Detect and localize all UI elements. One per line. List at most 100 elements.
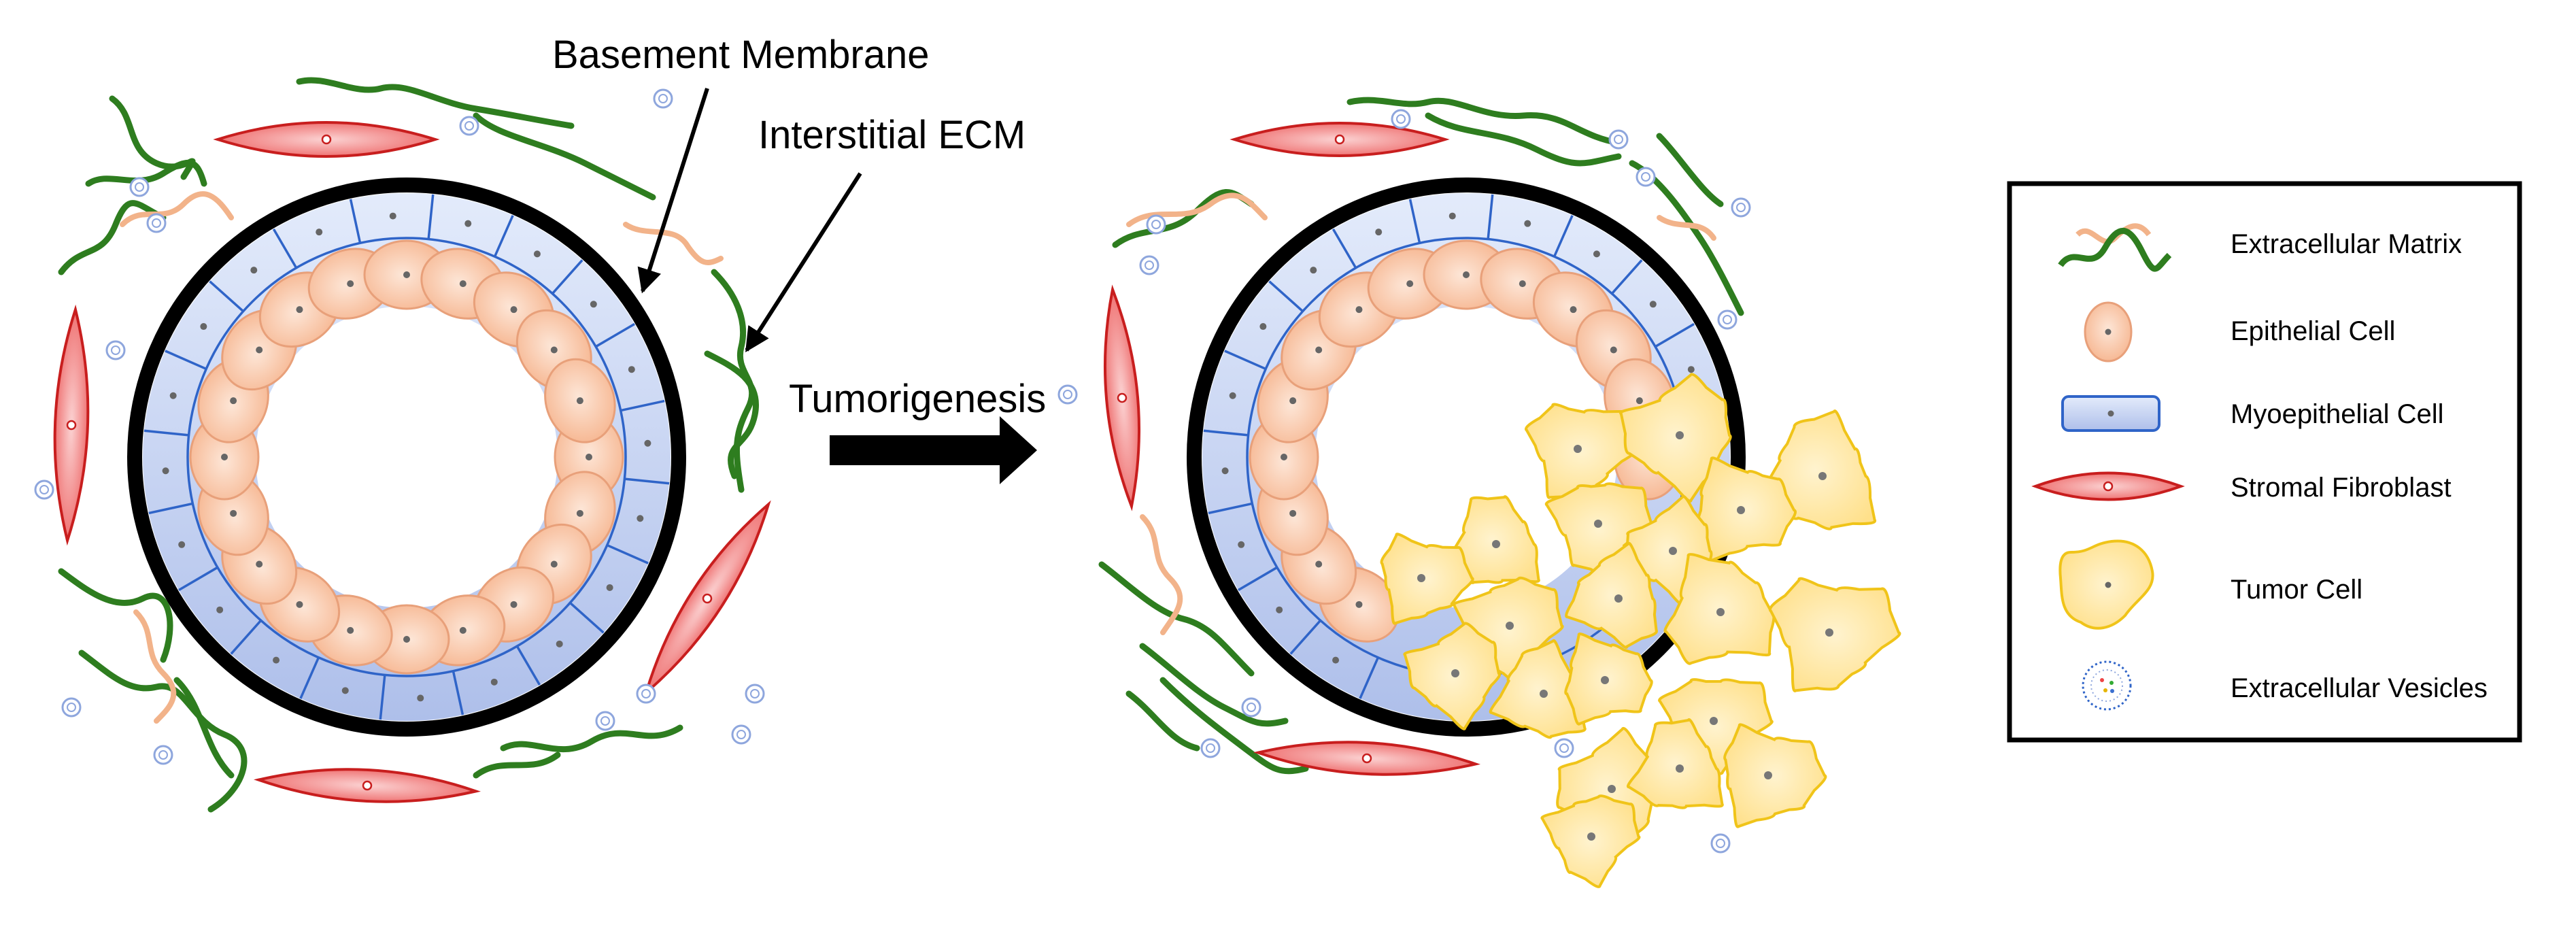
epithelial-nucleus xyxy=(1463,271,1470,278)
myoepithelial-cell-border xyxy=(1208,502,1253,515)
extracellular-vesicle xyxy=(1710,833,1731,854)
myoepithelial-nucleus xyxy=(628,366,635,373)
myoepithelial-cell-border xyxy=(452,671,464,715)
extracellular-vesicle xyxy=(745,684,765,704)
myoepithelial-cell-border xyxy=(1553,215,1574,257)
tumor-nucleus xyxy=(1601,676,1609,684)
epithelial-nucleus xyxy=(576,509,583,517)
extracellular-vesicle xyxy=(1554,738,1574,758)
legend-label-tumor-cell: Tumor Cell xyxy=(2231,575,2362,605)
epithelial-nucleus xyxy=(459,280,467,288)
fibroblast-nucleus xyxy=(66,420,77,431)
legend-label-extracellular-matrix: Extracellular Matrix xyxy=(2231,229,2462,259)
epithelial-nucleus xyxy=(1315,346,1323,354)
epithelial-nucleus xyxy=(296,306,303,314)
myoepithelial-nucleus xyxy=(556,640,563,647)
ecm-fiber xyxy=(58,568,173,663)
ecm-fiber xyxy=(133,609,177,724)
tumor-nucleus xyxy=(1587,832,1595,841)
vesicle-core xyxy=(1614,135,1623,144)
vesicle-core xyxy=(1145,260,1154,270)
tumor-nucleus xyxy=(1417,574,1425,582)
tumor-nucleus xyxy=(1614,594,1623,603)
ecm-fiber xyxy=(1140,514,1183,635)
extracellular-vesicle xyxy=(146,213,167,233)
extracellular-vesicle xyxy=(636,684,656,704)
myoepithelial-nucleus xyxy=(216,606,224,613)
stromal-fibroblast xyxy=(1230,122,1450,157)
tumor-nucleus xyxy=(1818,472,1827,480)
myoepithelial-cell-border xyxy=(427,194,435,239)
myoepithelial-cell-border xyxy=(272,229,298,269)
myoepithelial-nucleus xyxy=(1229,392,1236,399)
stromal-fibroblast xyxy=(1104,284,1140,511)
myoepithelial-cell-border xyxy=(379,675,386,720)
stromal-fibroblast-icon xyxy=(2031,471,2185,501)
interstitial-ecm-label: Interstitial ECM xyxy=(758,113,1026,157)
extracellular-vesicle xyxy=(105,340,126,360)
epithelial-nucleus xyxy=(576,397,583,405)
epithelial-nucleus xyxy=(550,346,558,354)
vesicle-core xyxy=(158,750,168,760)
tumor-cell xyxy=(1540,794,1641,888)
myoepithelial-nucleus xyxy=(1375,229,1383,236)
vesicle-core xyxy=(39,485,49,494)
epithelial-nucleus xyxy=(1289,509,1297,517)
myoepithelial-cell-border xyxy=(148,502,193,515)
myoepithelial-nucleus xyxy=(1221,467,1229,475)
extracellular-vesicle xyxy=(653,88,673,109)
ecm-fiber xyxy=(1098,561,1255,677)
tumor-nucleus xyxy=(1608,785,1616,793)
interstitial-ecm-pointer xyxy=(745,172,862,353)
myoepithelial-nucleus xyxy=(1332,656,1340,664)
tumor-nucleus xyxy=(1676,431,1684,439)
myoepithelial-inner-edge xyxy=(186,237,627,677)
epithelial-nucleus xyxy=(586,454,592,460)
myoepithelial-nucleus xyxy=(1259,323,1267,331)
myoepithelial-cell-border xyxy=(349,199,362,243)
myoepithelial-cell-border xyxy=(1487,194,1494,239)
myoepithelial-nucleus xyxy=(1238,541,1245,548)
myoepithelial-cell-border xyxy=(209,280,244,312)
basement-membrane xyxy=(127,178,686,737)
tumor-cell xyxy=(1403,622,1502,730)
vesicle-core xyxy=(152,218,161,228)
ecm-fiber xyxy=(473,112,656,201)
epithelial-nucleus xyxy=(510,306,518,314)
epithelial-nucleus xyxy=(296,601,303,608)
extracellular-vesicle xyxy=(1200,738,1221,758)
stromal-fibroblast xyxy=(53,304,90,546)
ecm-fiber xyxy=(296,77,575,129)
ecm-fiber xyxy=(173,677,235,779)
tumor-cell xyxy=(1696,456,1797,562)
myoepithelial-cell-icon xyxy=(2061,395,2160,432)
myoepithelial-nucleus xyxy=(1687,366,1695,373)
extracellular-vesicle xyxy=(1608,129,1629,150)
vesicle-core xyxy=(750,689,760,698)
myoepithelial-cell-border xyxy=(1203,429,1249,437)
epithelial-nucleus xyxy=(256,346,263,354)
myoepithelial-cell-border xyxy=(230,620,262,655)
tumorigenesis-label: Tumorigenesis xyxy=(789,377,1046,421)
vesicle-core xyxy=(641,689,651,698)
myoepithelial-cell-border xyxy=(1289,620,1321,655)
myoepithelial-cell-border xyxy=(1359,657,1380,699)
fibroblast-nucleus xyxy=(321,134,332,145)
myoepithelial-nucleus xyxy=(1649,301,1657,308)
myoepithelial-nucleus xyxy=(200,323,207,331)
legend-label-epithelial-cell: Epithelial Cell xyxy=(2231,316,2395,346)
extracellular-vesicle xyxy=(1731,197,1751,218)
ecm-fiber xyxy=(623,222,724,265)
myoepithelial-cell-border xyxy=(299,657,320,699)
extracellular-vesicle xyxy=(1717,309,1738,330)
extracellular-vesicle-icon xyxy=(2082,660,2132,711)
ecm-fiber xyxy=(500,724,683,753)
tumor-nucleus xyxy=(1540,690,1548,698)
tumor-nucleus xyxy=(1764,771,1772,779)
myoepithelial-nucleus xyxy=(637,515,644,522)
fibroblast-nucleus xyxy=(1361,753,1372,764)
vesicle-core xyxy=(736,730,746,739)
myoepithelial-nucleus xyxy=(417,694,424,702)
myoepithelial-cell-border xyxy=(1224,350,1266,371)
epithelial-nucleus xyxy=(1519,280,1526,288)
